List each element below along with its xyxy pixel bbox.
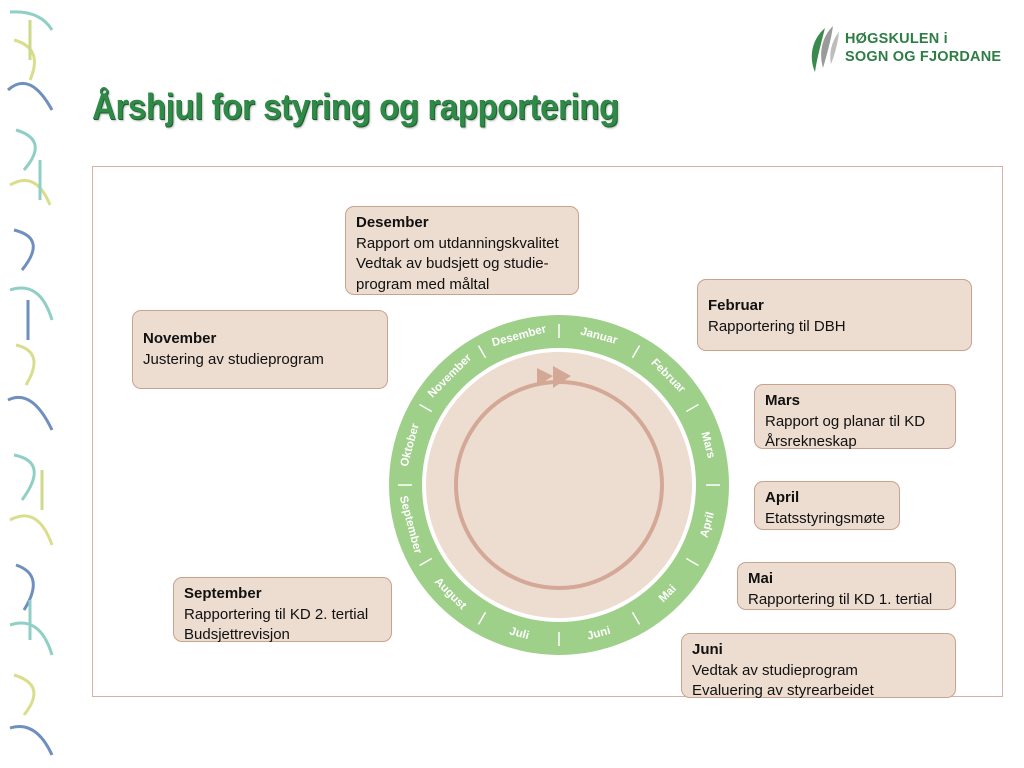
wheel-month-label: Juni <box>586 625 612 643</box>
wheel-month-label: Juli <box>508 625 530 642</box>
box-juni: Juni Vedtak av studieprogram Evaluering … <box>681 633 956 699</box>
box-month: Mai <box>748 570 774 587</box>
box-month: November <box>143 330 217 347</box>
box-line: Årsrekneskap <box>765 433 857 450</box>
wheel-separator-tick <box>477 345 487 359</box>
arrow-head-1 <box>537 368 553 386</box>
box-november: November Justering av studieprogram <box>132 310 388 389</box>
box-april: April Etatsstyringsmøte <box>754 481 900 530</box>
box-month: Desember <box>356 214 429 231</box>
wheel-center <box>426 352 692 618</box>
arrow-head-2 <box>553 366 571 388</box>
box-desember: Desember Rapport om utdanningskvalitet V… <box>345 206 579 295</box>
wheel-separator-tick <box>685 557 699 567</box>
wheel-separator-tick <box>419 403 433 413</box>
box-line: program med måltal <box>356 275 490 293</box>
box-februar: Februar Rapportering til DBH <box>697 279 972 351</box>
wheel-separator-tick <box>631 611 641 625</box>
box-line: Rapportering til KD 2. tertial <box>184 605 369 623</box>
box-line: Budsjettrevisjon <box>184 626 290 643</box>
box-month: September <box>184 585 262 602</box>
box-month: Mars <box>765 392 801 409</box>
cycle-arrow <box>454 380 664 590</box>
wheel-separator-tick <box>419 557 433 567</box>
year-wheel: JanuarFebruarMarsAprilMaiJuniJuliAugustS… <box>389 315 729 655</box>
logo-line-1: HØGSKULEN i <box>845 31 948 47</box>
page-title: Årshjul for styring og rapportering <box>92 86 619 127</box>
logo-leaf-icon <box>811 26 839 72</box>
box-month: Februar <box>708 297 764 314</box>
wheel-separator-tick <box>631 345 641 359</box>
box-line: Rapport og planar til KD <box>765 412 926 430</box>
logo-line-2: SOGN OG FJORDANE <box>845 49 1002 65</box>
decorative-pattern <box>6 10 54 756</box>
logo-text: HØGSKULEN i SOGN OG FJORDANE <box>845 30 1001 66</box>
box-mai: Mai Rapportering til KD 1. tertial <box>737 562 956 610</box>
box-month: Juni <box>692 641 723 658</box>
wheel-separator-tick <box>685 403 699 413</box>
box-line: Justering av studieprogram <box>143 350 324 368</box>
diagram-frame <box>92 166 1003 697</box>
wheel-separator-tick <box>477 611 487 625</box>
box-line: Vedtak av budsjett og studie- <box>356 255 549 272</box>
box-line: Rapportering til KD 1. tertial <box>748 590 933 608</box>
box-month: April <box>765 489 800 506</box>
box-line: Vedtak av studieprogram <box>692 661 858 679</box>
box-line: Rapport om utdanningskvalitet <box>356 234 559 252</box>
box-line: Rapportering til DBH <box>708 317 846 335</box>
box-line: Etatsstyringsmøte <box>765 509 886 527</box>
institution-logo: HØGSKULEN i SOGN OG FJORDANE <box>805 24 1005 80</box>
box-september: September Rapportering til KD 2. tertial… <box>173 577 392 643</box>
box-mars: Mars Rapport og planar til KD Årsreknesk… <box>754 384 956 450</box>
box-line: Evaluering av styrearbeidet <box>692 682 874 699</box>
